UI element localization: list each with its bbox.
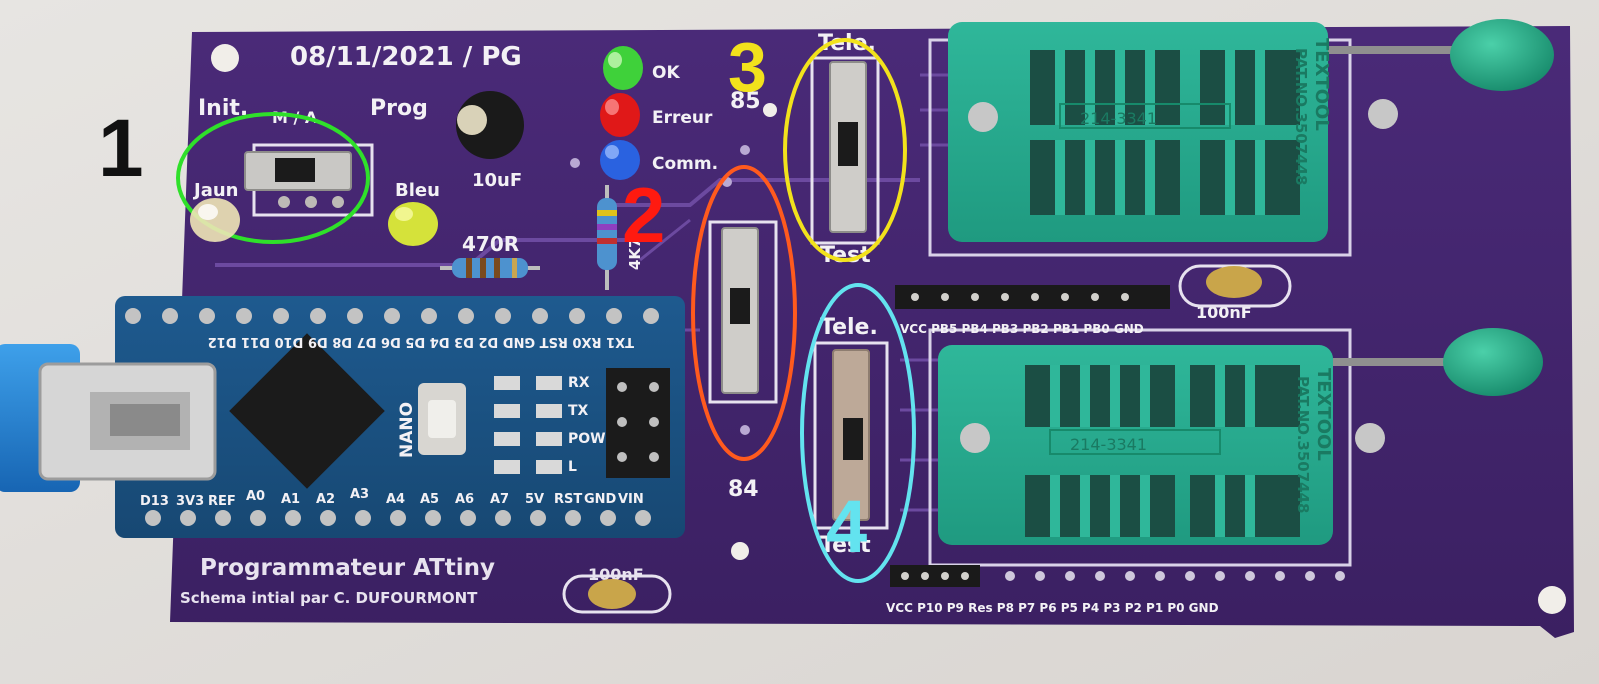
nano-pin-a0: A0: [246, 489, 265, 504]
nano-pin-rst: RST: [554, 492, 582, 507]
yellow-led-left: [190, 198, 240, 242]
zif-bottom-model-label: 214-3341: [1070, 435, 1147, 454]
board-title: Programmateur ATtiny: [200, 555, 495, 581]
nano-pin-ref: REF: [208, 494, 236, 509]
resistor-470r: [440, 258, 540, 278]
nano-pin-vin: VIN: [618, 492, 644, 507]
annotation-number-4: 4: [826, 485, 868, 568]
zif-bottom-patent-label: PAT.NO.3507448: [1294, 376, 1312, 513]
erreur-led: [600, 93, 640, 137]
cap-100nf-top-label: 100nF: [1196, 303, 1252, 322]
annotation-number-1: 1: [98, 103, 144, 194]
annotation-circle-2: [691, 165, 797, 461]
bleu-label: Bleu: [395, 180, 440, 201]
resistor-4k7: [597, 185, 617, 290]
nano-pin-gnd: GND: [584, 492, 617, 507]
prog-label: Prog: [370, 96, 428, 121]
arduino-nano: [115, 296, 685, 538]
zif-top-patent-label: PAT.NO.3507448: [1292, 48, 1310, 185]
nano-logo-label: NANO: [397, 402, 417, 458]
header-top-label: VCC PB5 PB4 PB3 PB2 PB1 PB0 GND: [900, 322, 1144, 336]
res-470-label: 470R: [462, 232, 519, 256]
pin-header-bottom: [890, 565, 1345, 587]
capacitor-100nf-bottom: [562, 574, 672, 614]
usb-cable-plug: [0, 344, 217, 492]
cap-10uf-label: 10uF: [472, 170, 522, 191]
annotation-circle-1: [176, 112, 370, 244]
switch-bottom-test-label: Test: [820, 533, 871, 558]
nano-pin-a2: A2: [316, 492, 335, 507]
res-4k7-label: 4K7: [626, 238, 644, 271]
nano-pin-a1: A1: [281, 492, 300, 507]
nano-led-tx-label: TX: [568, 403, 589, 419]
switch-tele-test-bottom[interactable]: [813, 341, 889, 530]
comm-led: [600, 140, 640, 180]
jaune-label: Jaun: [192, 180, 238, 201]
nano-pin-d13: D13: [140, 494, 169, 509]
annotation-number-3: 3: [728, 28, 767, 106]
annotation-circle-3: [783, 38, 907, 262]
header-bottom-label: VCC P10 P9 Res P8 P7 P6 P5 P4 P3 P2 P1 P…: [886, 601, 1219, 615]
zif-socket-top[interactable]: [948, 19, 1554, 242]
nano-top-pins-label: TX1 RX0 RST GND D2 D3 D4 D5 D6 D7 D8 D9 …: [208, 334, 634, 349]
zif-bottom-brand-label: TEXTOOL: [1313, 368, 1334, 461]
ok-led: [603, 46, 643, 90]
board-credit: Schema intial par C. DUFOURMONT: [180, 589, 478, 607]
date-author-label: 08/11/2021 / PG: [290, 42, 522, 72]
capacitor-10uf: [456, 91, 524, 159]
mode-slide-switch[interactable]: [244, 143, 374, 217]
nano-pin-a7: A7: [490, 492, 509, 507]
nano-led-pow-label: POW: [568, 431, 606, 447]
led-label-ok: OK: [652, 63, 680, 83]
zif-top-model-label: 214-3341: [1080, 109, 1157, 128]
number-85-label: 85: [730, 89, 761, 114]
led-label-erreur: Erreur: [652, 108, 713, 128]
annotation-circle-4: [800, 283, 916, 583]
switch-bottom-label: Tele.: [820, 315, 878, 340]
switch-tele-test-top[interactable]: [810, 56, 880, 245]
capacitor-100nf-top: [1178, 264, 1292, 308]
led-label-comm: Comm.: [652, 154, 718, 174]
nano-pin-3v3: 3V3: [176, 494, 204, 509]
annotation-number-2: 2: [622, 171, 666, 259]
switch-84-85[interactable]: [708, 220, 778, 404]
number-84-label: 84: [728, 477, 759, 502]
pin-header-top: [895, 285, 1170, 309]
zif-socket-bottom[interactable]: [938, 328, 1543, 545]
nano-led-l-label: L: [568, 459, 577, 475]
nano-pin-5v: 5V: [525, 492, 544, 507]
nano-pin-a3: A3: [350, 487, 369, 502]
nano-led-rx-label: RX: [568, 375, 590, 391]
yellow-led-right: [388, 202, 438, 246]
nano-pin-a4: A4: [386, 492, 405, 507]
nano-pin-a5: A5: [420, 492, 439, 507]
zif-top-brand-label: TEXTOOL: [1311, 38, 1332, 131]
nano-pin-a6: A6: [455, 492, 474, 507]
nano-bottom-pin-labels: D13 3V3 REF A0 A1 A2 A3 A4 A5 A6 A7 5V R…: [140, 487, 644, 509]
